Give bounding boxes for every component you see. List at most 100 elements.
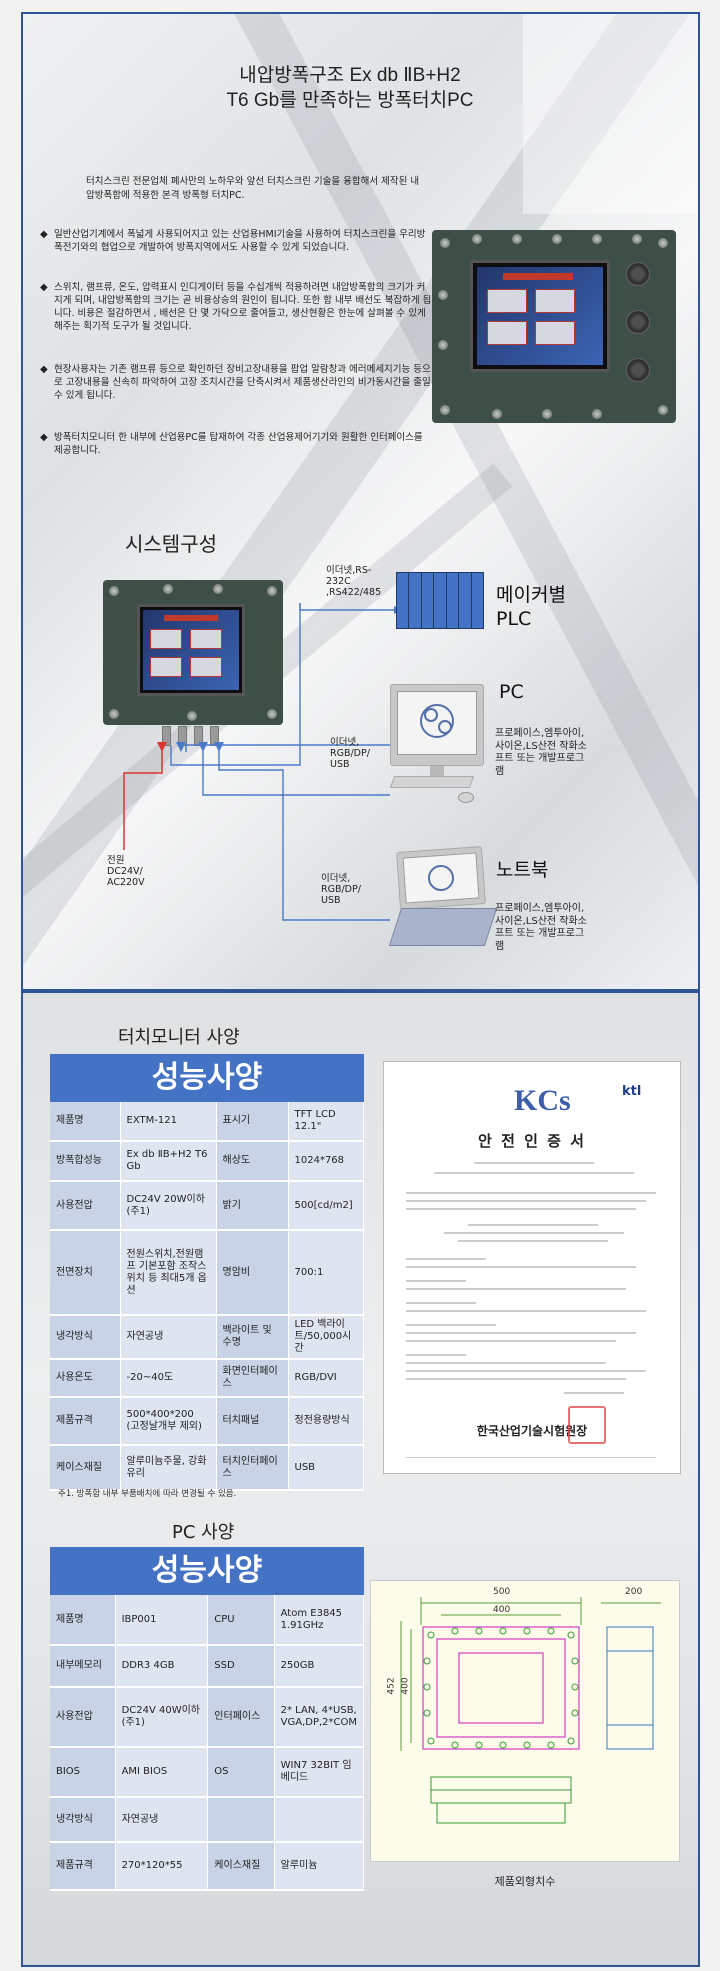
bullet-text: 방폭터치모니터 한 내부에 산업용PC를 탑재하여 각종 산업용제어기기와 원활… [54, 432, 423, 456]
intro-panel [21, 12, 700, 991]
table-row: 제품규격 270*120*55 케이스재질 알루미늄 [50, 1842, 365, 1891]
spec-value: 알루미늄주물, 강화유리 [120, 1445, 217, 1491]
bullet-text: 현장사용자는 기존 램프류 등으로 확인하던 장비고장내용을 팝업 알람창과 에… [54, 364, 431, 401]
spec-value: Atom E3845 1.91GHz [274, 1595, 365, 1646]
spec-value: 전원스위치,전원램프 기본포함 조작스위치 등 최대5개 옵션 [120, 1230, 217, 1316]
rs-label-line: 이더넷,RS- [326, 565, 372, 576]
spec-key: CPU [207, 1595, 275, 1646]
nb-desc-line: 프로페이스,엠투아이, [495, 903, 585, 914]
spec-value: 정전용량방식 [288, 1397, 364, 1446]
spec-key [207, 1797, 275, 1843]
dim-height-outer: 452 [386, 1677, 397, 1695]
pc-desc-line: 램 [495, 765, 505, 777]
spec-key: 제품규격 [50, 1397, 121, 1446]
pc-spec-table: 제품명 IBP001 CPU Atom E3845 1.91GHz 내부메모리 … [50, 1595, 365, 1891]
rs-label-line: ,RS422/485 [326, 587, 382, 598]
pc-conn-line: RGB/DP/ [330, 748, 370, 759]
pc-spec-heading: PC 사양 [172, 1522, 235, 1543]
power-label: 전원 DC24V/ AC220V [107, 855, 145, 888]
rs-label-line: 232C [326, 576, 351, 587]
nb-desc-line: 사이온,LS산전 작화소 [495, 915, 587, 927]
mouse-icon [458, 792, 474, 803]
table-row: 방폭합성능 Ex db ⅡB+H2 T6 Gb 해상도 1024*768 [50, 1141, 364, 1182]
bullet-text: 일반산업기계에서 폭넓게 사용되어지고 있는 산업용HMI기술을 사용하여 터치… [54, 229, 426, 253]
spec-key: 전면장치 [50, 1230, 121, 1316]
spec-value: USB [288, 1445, 364, 1491]
table-row: 전면장치 전원스위치,전원램프 기본포함 조작스위치 등 최대5개 옵션 명암비… [50, 1230, 364, 1316]
pc-label: PC [499, 681, 524, 703]
pc-conn-line: 이더넷, [330, 737, 360, 748]
nb-desc-line: 프트 또는 개발프로그 [495, 928, 585, 939]
spec-value: AMI BIOS [115, 1747, 209, 1798]
spec-key: BIOS [50, 1747, 116, 1798]
spec-value: RGB/DVI [288, 1359, 364, 1398]
spec-key: 냉각방식 [50, 1315, 121, 1360]
spec-key: 터치인터페이스 [216, 1445, 289, 1491]
plc-label-line-1: 메이커별 [496, 584, 566, 606]
notebook-software-desc: 프로페이스,엠투아이, 사이온,LS산전 작화소 프트 또는 개발프로그 램 [495, 903, 587, 953]
spec-value: DC24V 20W이하(주1) [120, 1181, 217, 1231]
pc-desc-line: 프로페이스,엠투아이, [495, 728, 585, 739]
drawing-caption: 제품외형치수 [494, 1875, 556, 1888]
table-row: 내부메모리 DDR3 4GB SSD 250GB [50, 1645, 365, 1688]
footnote: 주1. 방폭함 내부 부품배치에 따라 변경될 수 있음. [58, 1489, 237, 1499]
touch-spec-table-title: 성능사양 [50, 1054, 364, 1102]
connection-lines [123, 603, 402, 921]
pc-conn-line: USB [330, 759, 350, 770]
notebook-keyboard-icon [388, 908, 498, 946]
table-row: 케이스재질 알루미늄주물, 강화유리 터치인터페이스 USB [50, 1445, 364, 1491]
notebook-connection-label: 이더넷, RGB/DP/ USB [321, 873, 361, 906]
spec-value: 500*400*200 (고정날개부 제외) [120, 1397, 217, 1446]
spec-key: SSD [207, 1645, 275, 1688]
spec-value: DC24V 40W이하(주1) [115, 1687, 209, 1748]
bullet-item: ◆ 현장사용자는 기존 램프류 등으로 확인하던 장비고장내용을 팝업 알람창과… [40, 363, 432, 402]
plc-label: 메이커별 PLC [496, 583, 566, 631]
spec-key: 제품명 [50, 1595, 116, 1646]
spec-key: OS [207, 1747, 275, 1798]
spec-value: 자연공냉 [115, 1797, 209, 1843]
dim-depth: 200 [625, 1587, 643, 1597]
spec-key: 방폭합성능 [50, 1141, 121, 1182]
page-title: 내압방폭구조 Ex db ⅡB+H2 T6 Gb를 만족하는 방폭터치PC [140, 63, 560, 113]
title-line-1: 내압방폭구조 Ex db ⅡB+H2 [239, 65, 461, 86]
notebook-label: 노트북 [496, 859, 549, 881]
pc-desc-line: 프트 또는 개발프로그 [495, 753, 585, 764]
bullet-item: ◆ 일반산업기계에서 폭넓게 사용되어지고 있는 산업용HMI기술을 사용하여 … [40, 228, 432, 254]
nb-conn-line: 이더넷, [321, 873, 351, 884]
spec-value: -20~40도 [120, 1359, 217, 1398]
spec-key: 사용온도 [50, 1359, 121, 1398]
table-row: 제품규격 500*400*200 (고정날개부 제외) 터치패널 정전용량방식 [50, 1397, 364, 1446]
touch-monitor-spec-table: 제품명 EXTM-121 표시기 TFT LCD 12.1" 방폭합성능 Ex … [50, 1102, 364, 1491]
spec-value: 700:1 [288, 1230, 364, 1316]
spec-key: 화면인터페이스 [216, 1359, 289, 1398]
table-row: 제품명 IBP001 CPU Atom E3845 1.91GHz [50, 1595, 365, 1646]
notebook-icon [396, 846, 486, 910]
monitor-stand [430, 766, 444, 776]
certifying-institute: 한국산업기술시험원장 [476, 1424, 588, 1438]
nb-conn-line: USB [321, 895, 341, 906]
bullet-text: 스위치, 램프류, 온도, 압력표시 인디게이터 등을 수십개씩 적용하려면 내… [54, 282, 432, 332]
table-row: 사용전압 DC24V 20W이하(주1) 밝기 500[cd/m2] [50, 1181, 364, 1231]
intro-text: 터치스크린 전문업체 폐사만의 노하우와 앞선 터치스크린 기술을 융합해서 제… [86, 176, 420, 201]
pc-desc-line: 사이온,LS산전 작화소 [495, 740, 587, 752]
pc-connection-label: 이더넷, RGB/DP/ USB [330, 737, 370, 770]
power-line: DC24V/ [107, 866, 143, 877]
spec-value: LED 백라이트/50,000시간 [288, 1315, 364, 1360]
diamond-bullet-icon: ◆ [40, 229, 48, 240]
plc-icon [396, 572, 484, 629]
spec-key: 케이스재질 [207, 1842, 275, 1891]
power-line: AC220V [107, 877, 145, 888]
rs-protocol-label: 이더넷,RS- 232C ,RS422/485 [326, 565, 381, 598]
nb-conn-line: RGB/DP/ [321, 884, 361, 895]
kcs-mark-icon: KCs [514, 1084, 571, 1117]
spec-key: 케이스재질 [50, 1445, 121, 1491]
spec-value: Ex db ⅡB+H2 T6 Gb [120, 1141, 217, 1182]
spec-value [274, 1797, 365, 1843]
desktop-pc-icon [390, 684, 484, 766]
spec-key: 인터페이스 [207, 1687, 275, 1748]
spec-key: 제품규격 [50, 1842, 116, 1891]
bullet-item: ◆ 방폭터치모니터 한 내부에 산업용PC를 탑재하여 각종 산업용제어기기와 … [40, 431, 432, 457]
ktl-logo: ktl [622, 1084, 642, 1099]
port-connector [162, 726, 171, 746]
spec-key: 내부메모리 [50, 1645, 116, 1688]
